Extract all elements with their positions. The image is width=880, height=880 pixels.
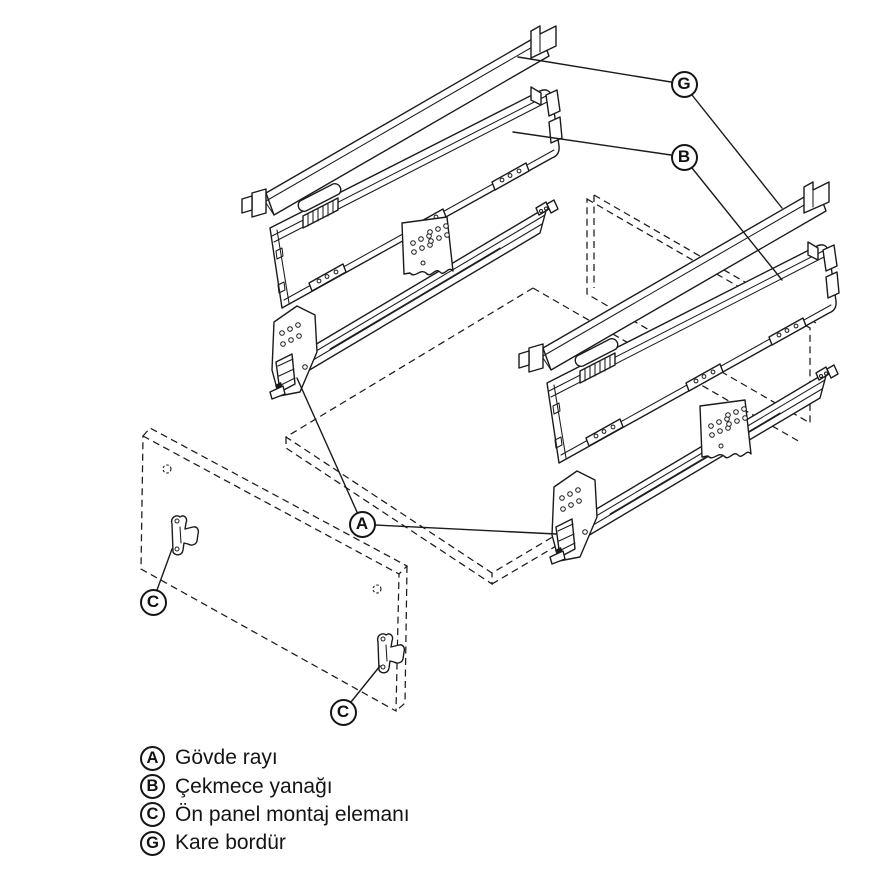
legend-label-b: Çekmece yanağı (175, 774, 333, 798)
body-rail-left (270, 200, 558, 399)
callout-front-clip-1: C (139, 588, 167, 616)
legend-label-g: Kare bordür (175, 831, 286, 855)
legend-badge-b: B (140, 774, 165, 800)
legend-row-a: A Gövde rayı (140, 744, 410, 772)
legend-label-a: Gövde rayı (175, 746, 278, 770)
legend-badge-g: G (140, 830, 165, 856)
callout-square-profile: G (670, 70, 698, 98)
legend-row-g: G Kare bordür (140, 829, 410, 857)
callout-letter: G (677, 74, 691, 93)
callout-drawer-side: B (670, 143, 698, 171)
front-panel-clip-right (378, 634, 405, 673)
legend-row-c: C Ön panel montaj elemanı (140, 801, 410, 829)
callout-letter: B (677, 147, 691, 166)
legend-label-c: Ön panel montaj elemanı (175, 802, 410, 826)
square-rail-right (519, 182, 829, 372)
legend-badge-c: C (140, 802, 165, 828)
legend-row-b: B Çekmece yanağı (140, 772, 410, 800)
callout-letter: A (355, 514, 369, 533)
leader-lines (157, 57, 782, 702)
legend: A Gövde rayı B Çekmece yanağı C Ön panel… (140, 744, 410, 858)
callout-body-rail: A (348, 510, 376, 538)
body-rail-right (550, 365, 838, 564)
callout-front-clip-2: C (329, 698, 357, 726)
square-rail-left (242, 26, 556, 217)
legend-badge-a: A (140, 745, 165, 771)
front-panel-clip-left (172, 516, 199, 555)
callout-letter: C (146, 592, 160, 611)
callout-letter: C (336, 702, 350, 721)
dashed-front-panel (141, 428, 407, 711)
